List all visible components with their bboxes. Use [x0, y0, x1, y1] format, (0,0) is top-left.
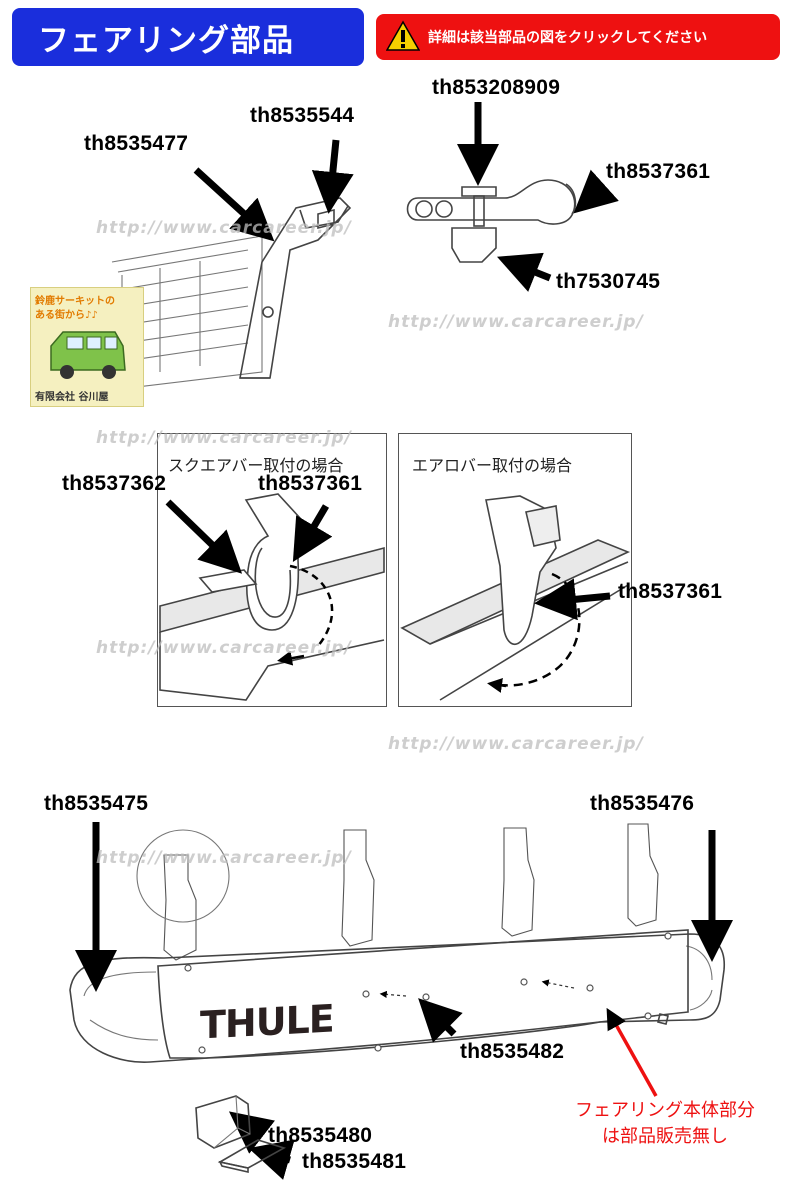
square-bar-caption: スクエアバー取付の場合: [168, 456, 344, 475]
page-title: フェアリング部品: [12, 8, 364, 66]
shop-logo-line3: 有限会社 谷川屋: [35, 392, 109, 403]
part-link-th8535544[interactable]: th8535544: [250, 104, 355, 127]
part-link-th7530745[interactable]: th7530745: [556, 270, 661, 293]
click-instruction-text: 詳細は該当部品の図をクリックしてください: [428, 30, 708, 46]
part-link-th8535481[interactable]: th8535481: [302, 1150, 407, 1173]
warning-icon: [386, 20, 420, 51]
watermark: http://www.carcareer.jp/: [96, 848, 352, 868]
part-link-th8535482[interactable]: th8535482: [460, 1040, 565, 1063]
click-instruction-banner: 詳細は該当部品の図をクリックしてください: [376, 14, 780, 60]
page-title-text: フェアリング部品: [38, 22, 294, 59]
no-sale-note-line1: フェアリング本体部分: [575, 1100, 755, 1121]
end-plate-part-drawing[interactable]: [217, 1139, 287, 1174]
watermark: http://www.carcareer.jp/: [388, 312, 644, 332]
part-link-th8537361-top[interactable]: th8537361: [606, 160, 711, 183]
watermark: http://www.carcareer.jp/: [96, 638, 352, 658]
part-link-th8535475[interactable]: th8535475: [44, 792, 149, 815]
part-link-th8537362[interactable]: th8537362: [62, 472, 167, 495]
no-sale-note: フェアリング本体部分 は部品販売無し: [540, 1098, 790, 1150]
aero-bar-caption: エアロバー取付の場合: [412, 456, 573, 475]
part-link-th8535476[interactable]: th8535476: [590, 792, 695, 815]
end-cap-part-drawing[interactable]: [195, 1095, 251, 1149]
shop-logo: 鈴鹿サーキットの ある街から♪♪ 有限会社 谷川屋: [30, 287, 144, 407]
part-link-th8537361-aero[interactable]: th8537361: [618, 580, 723, 603]
watermark: http://www.carcareer.jp/: [96, 218, 352, 238]
shop-logo-line1: 鈴鹿サーキットの: [35, 296, 115, 307]
watermark: http://www.carcareer.jp/: [388, 734, 644, 754]
van-icon: [50, 331, 126, 379]
thule-logo: THULE: [200, 996, 334, 1048]
fairing-body-drawing: [69, 823, 726, 1063]
shop-logo-line2: ある街から♪♪: [35, 310, 98, 321]
watermark: http://www.carcareer.jp/: [96, 428, 352, 448]
part-link-th853208909[interactable]: th853208909: [432, 76, 561, 99]
part-link-th8535480[interactable]: th8535480: [268, 1124, 373, 1147]
part-link-th8537361-square[interactable]: th8537361: [258, 472, 363, 495]
clamp-assembly-drawing[interactable]: [406, 179, 577, 263]
part-link-th8535477[interactable]: th8535477: [84, 132, 189, 155]
no-sale-note-line2: は部品販売無し: [602, 1126, 728, 1147]
